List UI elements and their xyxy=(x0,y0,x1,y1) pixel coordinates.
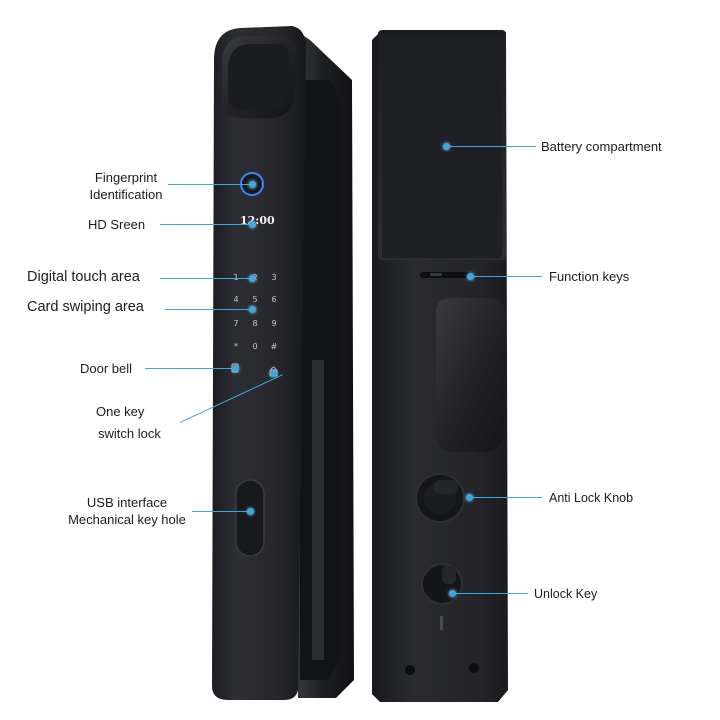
label-door-bell: Door bell xyxy=(80,361,133,376)
keypad-key: * xyxy=(234,342,238,351)
label-battery: Battery compartment xyxy=(541,139,662,154)
screen-callout-dot xyxy=(248,220,256,228)
antilock-callout-line xyxy=(469,497,542,498)
label-usb-line2: Mechanical key hole xyxy=(68,512,186,527)
unlock-callout-dot xyxy=(448,589,456,597)
keypad-key: 9 xyxy=(271,319,276,328)
keypad-key: 4 xyxy=(233,295,238,304)
label-fingerprint-line2: Identification xyxy=(89,187,163,202)
fingerprint-callout-line xyxy=(168,184,252,185)
card-callout-dot xyxy=(248,305,256,313)
function-callout-dot xyxy=(466,272,474,280)
label-digital-touch: Digital touch area xyxy=(27,269,140,285)
screen-time: 12:00 xyxy=(240,214,275,227)
label-switch-lock: switch lock xyxy=(98,426,161,441)
keypad-key: # xyxy=(271,342,278,351)
fingerprint-callout-dot xyxy=(248,180,256,188)
keypad-key: 0 xyxy=(252,342,257,351)
card-callout-line xyxy=(165,309,252,310)
label-fingerprint-line1: Fingerprint xyxy=(94,170,158,185)
label-hd-screen: HD Sreen xyxy=(88,217,146,232)
doorbell-callout-dot xyxy=(231,364,239,372)
doorbell-callout-line xyxy=(145,368,235,369)
label-anti-lock: Anti Lock Knob xyxy=(549,491,634,505)
usb-callout-line xyxy=(192,511,250,512)
unlock-callout-line xyxy=(452,593,528,594)
function-callout-line xyxy=(470,276,542,277)
keypad-key: 8 xyxy=(252,319,257,328)
battery-callout-dot xyxy=(442,142,450,150)
onekey-callout-dot xyxy=(269,369,277,377)
keypad-key: 7 xyxy=(233,319,238,328)
keypad-key: 3 xyxy=(271,273,276,282)
usb-callout-dot xyxy=(246,507,254,515)
label-one-key: One key xyxy=(96,404,145,419)
label-usb-line1: USB interface xyxy=(86,495,168,510)
antilock-callout-dot xyxy=(465,493,473,501)
label-usb: USB interface Mechanical key hole xyxy=(62,494,192,528)
screen-callout-line xyxy=(160,224,252,225)
label-fingerprint: Fingerprint Identification xyxy=(78,169,174,203)
touch-callout-dot xyxy=(248,274,256,282)
touch-callout-line xyxy=(160,278,252,279)
label-card-swiping: Card swiping area xyxy=(27,299,144,315)
label-function-keys: Function keys xyxy=(549,269,630,284)
front-lock: 12:00 123456789*0# xyxy=(212,26,354,700)
keypad-key: 6 xyxy=(271,295,276,304)
back-lock xyxy=(372,30,508,702)
label-unlock-key: Unlock Key xyxy=(534,587,598,601)
keypad-key: 1 xyxy=(233,273,238,282)
battery-callout-line xyxy=(446,146,536,147)
keypad-key: 5 xyxy=(252,295,257,304)
